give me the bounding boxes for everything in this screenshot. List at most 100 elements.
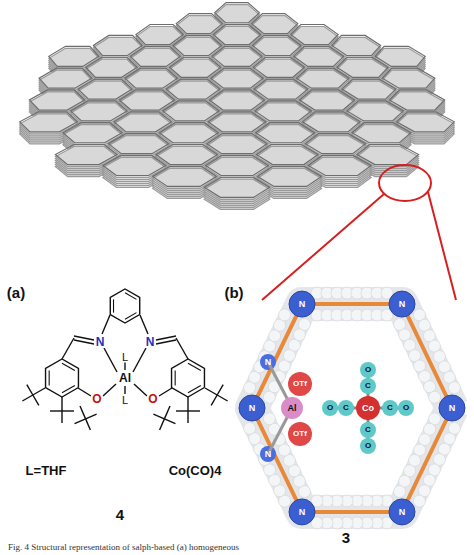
honeycomb-layer xyxy=(114,112,172,132)
bond xyxy=(156,340,176,344)
honeycomb-layer xyxy=(169,57,220,77)
panel-label: (a) xyxy=(6,285,26,300)
figure-caption: Fig. 4 Structural representation of salp… xyxy=(8,543,239,552)
bond xyxy=(159,388,172,396)
salen-complex-structure xyxy=(22,289,227,430)
atom-label: N xyxy=(95,336,106,348)
cobalt-atom xyxy=(356,396,380,420)
zoom-callout xyxy=(262,165,456,300)
triazine-unit xyxy=(289,499,315,525)
bond xyxy=(27,385,33,395)
atom-label: N xyxy=(299,300,306,309)
honeycomb-layer xyxy=(136,24,183,44)
atom-label: O xyxy=(327,404,333,412)
atom-label: O xyxy=(147,393,158,405)
aluminium-atom xyxy=(281,397,303,419)
linker xyxy=(252,304,452,512)
atom-label: Co xyxy=(362,404,374,413)
atom-label: C xyxy=(343,404,349,412)
zoom-line xyxy=(262,194,384,300)
atom-label: N xyxy=(249,404,256,413)
honeycomb-layer xyxy=(71,101,127,121)
honeycomb-layer xyxy=(166,79,220,99)
atom-label: L xyxy=(121,395,129,406)
bond xyxy=(133,348,146,372)
triazine-unit xyxy=(289,291,315,317)
honeycomb-layer xyxy=(211,68,264,88)
bond xyxy=(188,363,201,370)
honeycomb-framework xyxy=(20,3,455,210)
honeycomb-layer xyxy=(254,79,308,99)
atom-label: N xyxy=(265,450,272,459)
honeycomb-layer xyxy=(212,46,262,66)
bond xyxy=(160,419,165,430)
bond xyxy=(113,299,114,312)
bond xyxy=(62,385,75,392)
honeycomb-layer xyxy=(252,14,298,34)
honeycomb-layer xyxy=(103,155,166,175)
honeycomb-layer xyxy=(208,112,266,132)
framework-band xyxy=(252,304,452,512)
honeycomb-layer xyxy=(208,114,266,134)
bond xyxy=(103,384,116,396)
bond xyxy=(49,371,50,386)
honeycomb-layer xyxy=(212,48,262,68)
atom-label: N xyxy=(399,507,406,516)
oxygen-atom xyxy=(360,362,376,378)
bond xyxy=(176,410,188,411)
honeycomb-layer xyxy=(119,90,174,110)
ligand-note: L=THF xyxy=(25,464,68,477)
oxygen-atom xyxy=(360,438,376,454)
honeycomb-layer xyxy=(93,35,142,55)
bond xyxy=(153,414,164,419)
hydrogen-sphere xyxy=(263,413,275,425)
atom-label: N xyxy=(449,404,456,413)
honeycomb-layer xyxy=(63,123,122,143)
nitrogen-atom xyxy=(260,446,276,462)
honeycomb-layer xyxy=(206,157,269,177)
bond xyxy=(124,362,125,370)
honeycomb-layer xyxy=(176,14,222,34)
bond xyxy=(125,313,136,320)
honeycomb-layer xyxy=(125,68,178,88)
bond xyxy=(62,338,74,359)
atom-label: O xyxy=(91,393,102,405)
carbon-atom xyxy=(360,422,376,438)
honeycomb-layer xyxy=(255,101,311,121)
honeycomb-layer xyxy=(130,46,180,66)
honeycomb-layer xyxy=(302,112,360,132)
honeycomb-layer xyxy=(108,134,168,154)
atom-label: OTf xyxy=(293,430,307,438)
atom-label: O xyxy=(365,366,371,374)
bond xyxy=(102,315,110,334)
nitrogen-atom xyxy=(260,354,276,370)
compound-number: 3 xyxy=(341,530,351,545)
bond xyxy=(74,336,94,340)
honeycomb-layer xyxy=(156,145,218,165)
atom-label: C xyxy=(365,382,371,390)
triflate-group xyxy=(288,372,312,396)
bond xyxy=(22,395,32,401)
bond xyxy=(217,385,223,395)
atom-label: Al xyxy=(118,372,132,384)
bond xyxy=(50,410,62,411)
bond xyxy=(62,410,74,411)
honeycomb-layer xyxy=(308,155,371,175)
honeycomb-layer xyxy=(382,68,435,88)
honeycomb-layer xyxy=(397,112,455,132)
honeycomb-layer xyxy=(213,26,260,46)
bond xyxy=(86,419,91,430)
hydrogen-sphere xyxy=(279,309,291,321)
honeycomb-layer xyxy=(375,46,425,66)
honeycomb-layer xyxy=(252,35,301,55)
honeycomb-layer xyxy=(291,24,338,44)
bond xyxy=(187,411,188,423)
honeycomb-layer xyxy=(204,177,270,197)
bond xyxy=(164,419,175,424)
hydrogen-sphere xyxy=(448,382,460,394)
honeycomb-layer xyxy=(299,90,354,110)
honeycomb-layer xyxy=(55,145,117,165)
bond xyxy=(140,315,148,334)
triazine-unit xyxy=(239,395,265,421)
